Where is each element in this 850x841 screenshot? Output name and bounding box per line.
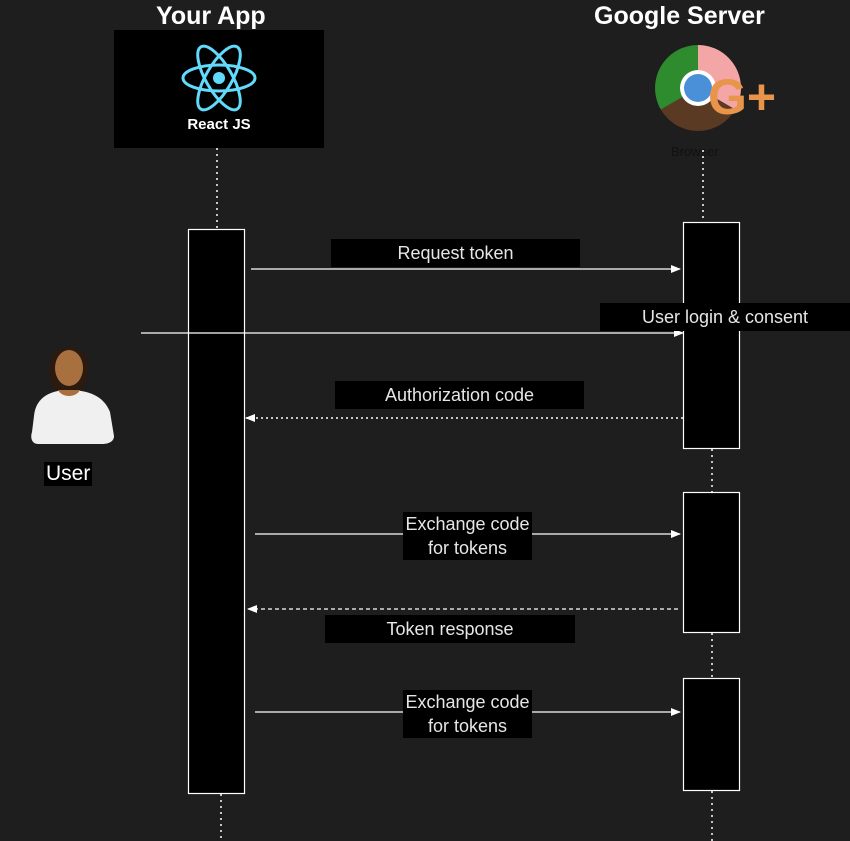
browser-caption: Browser: [671, 144, 719, 159]
server-activation-bar-2: [682, 491, 741, 634]
app-title: Your App: [156, 2, 266, 30]
label-authorization-code-text: Authorization code: [384, 385, 535, 405]
google-plus-logo-icon: G+: [655, 45, 776, 131]
label-exchange-code-2: Exchange code for tokens: [403, 690, 532, 738]
label-request-token-text: Request token: [397, 243, 514, 263]
label-token-response-text: Token response: [386, 619, 514, 639]
user-label: User: [44, 462, 93, 486]
google-plus-text: G+: [708, 69, 776, 125]
app-activation-bar: [187, 228, 246, 795]
react-logo-label: React JS: [187, 116, 251, 133]
label-exchange-code-2-line2: for tokens: [427, 716, 508, 736]
label-exchange-code-2-line1: Exchange code: [405, 692, 530, 712]
server-activation-bar-1: [682, 221, 741, 450]
label-exchange-code-1: Exchange code for tokens: [403, 512, 532, 560]
server-activation-bar-3: [682, 677, 741, 792]
user-avatar-icon: [31, 347, 114, 444]
label-user-login: User login & consent: [600, 303, 850, 331]
server-title: Google Server: [594, 2, 765, 30]
label-exchange-code-1-line1: Exchange code: [405, 514, 530, 534]
label-request-token: Request token: [331, 239, 580, 267]
label-authorization-code: Authorization code: [335, 381, 584, 409]
react-logo-box: React JS: [114, 30, 324, 148]
label-user-login-text: User login & consent: [641, 307, 809, 327]
react-atom-icon: [181, 44, 257, 112]
label-token-response: Token response: [325, 615, 575, 643]
label-exchange-code-1-line2: for tokens: [427, 538, 508, 558]
